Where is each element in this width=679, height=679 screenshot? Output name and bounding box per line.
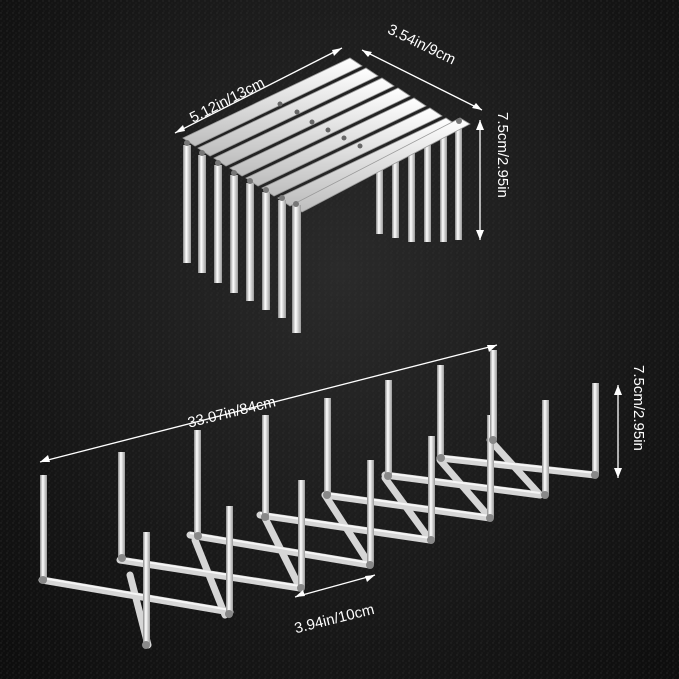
folded-height-label: 7.5cm/2.95in (494, 112, 511, 198)
folded-dimension-arrows (174, 47, 484, 240)
folded-rack (182, 57, 471, 333)
extended-dimension-arrows (39, 344, 622, 598)
extended-rack (38, 350, 599, 649)
extended-height-label: 7.5cm/2.95in (630, 365, 647, 451)
